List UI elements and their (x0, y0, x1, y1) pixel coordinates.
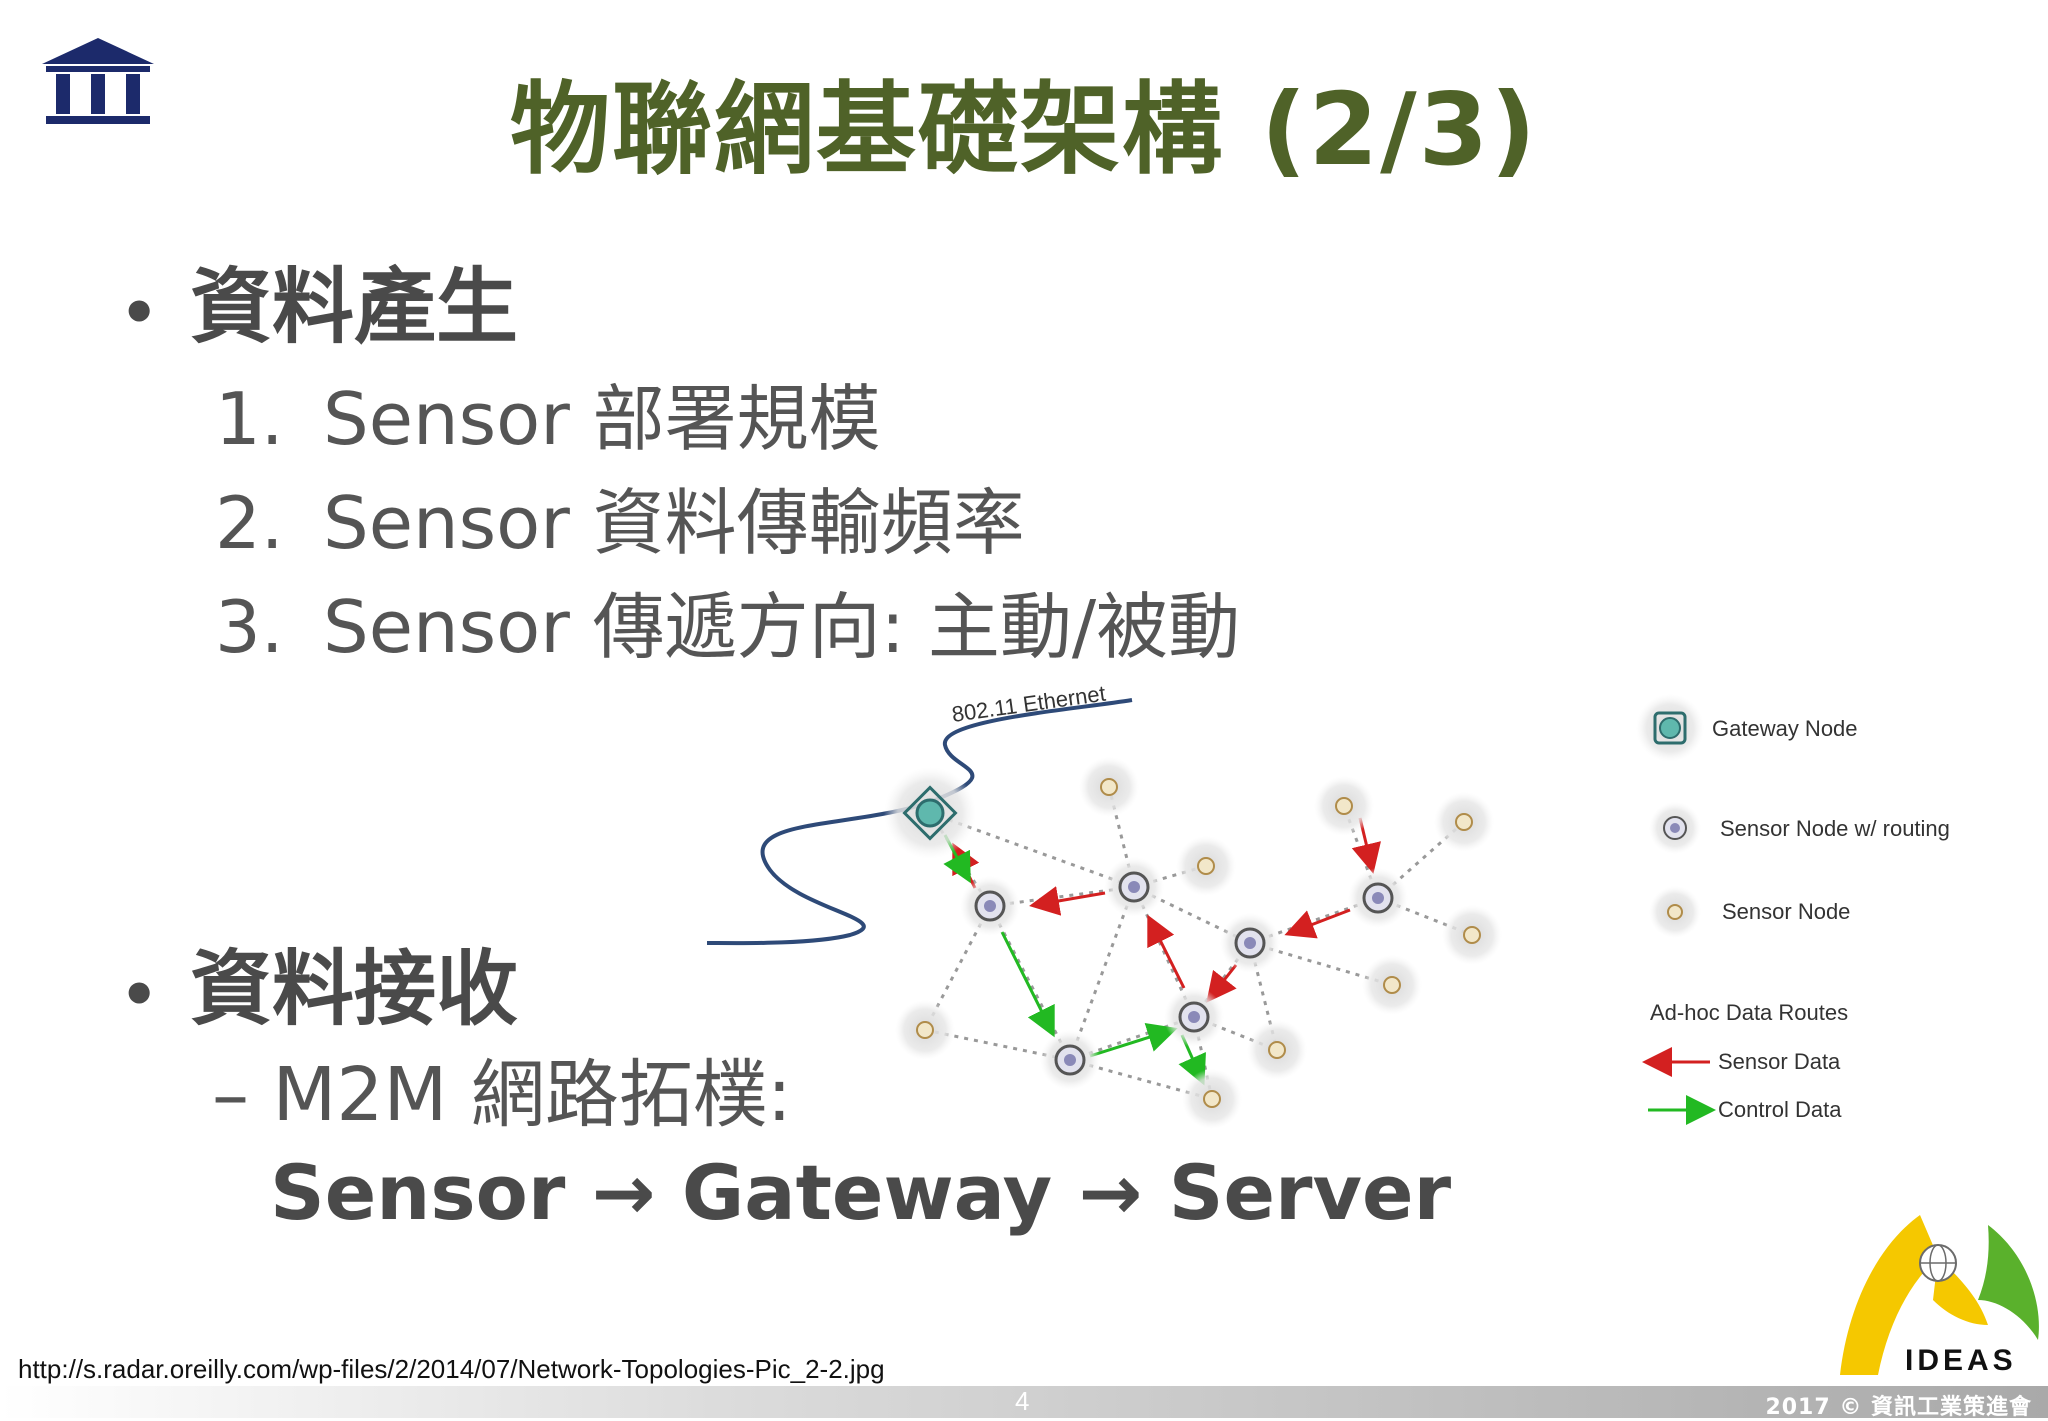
sensor-node (1182, 1069, 1242, 1129)
footer-bar (0, 1386, 2048, 1418)
routing-node (1164, 987, 1224, 1047)
list-item: 3. Sensor 傳遞方向: 主動/被動 (215, 568, 1240, 673)
flow-sensor-gateway-server: Sensor → Gateway → Server (270, 1148, 1452, 1237)
network-topology-diagram: 802.11 Ethernet (706, 681, 1950, 1129)
list-item: 1. Sensor 部署規模 (215, 360, 881, 465)
list-number: 1. (215, 377, 284, 461)
heading-data-reception: 資料接收 (190, 942, 519, 1037)
sensor-node (895, 1000, 955, 1060)
routing-node (1348, 868, 1408, 928)
routing-node (1040, 1030, 1100, 1090)
sensor-node (1434, 792, 1494, 852)
ethernet-cable (706, 698, 1133, 946)
bullet-dot: • (120, 277, 159, 348)
list-text: Sensor 資料傳輸頻率 (323, 481, 1025, 565)
list-item: 2. Sensor 資料傳輸頻率 (215, 464, 1025, 569)
legend-routing-icon (1649, 802, 1701, 854)
sensor-node (1442, 905, 1502, 965)
subitem-m2m-topology: – M2M 網路拓樸: (212, 1052, 792, 1138)
ideas-logo (1840, 1215, 2039, 1375)
legend-control-data-label: Control Data (1718, 1097, 1842, 1122)
gateway-node (884, 767, 976, 859)
bullet-data-generation: • 資料產生 (120, 240, 518, 359)
legend-gateway-icon (1636, 694, 1704, 762)
legend-gateway-label: Gateway Node (1712, 716, 1858, 741)
list-number: 2. (215, 481, 284, 565)
legend-routing-label: Sensor Node w/ routing (1720, 816, 1950, 841)
sensor-node (1176, 836, 1236, 896)
routing-node (1220, 913, 1280, 973)
bullet-data-reception: • 資料接收 (120, 922, 518, 1041)
source-url[interactable]: http://s.radar.oreilly.com/wp-files/2/20… (18, 1354, 885, 1384)
iii-logo (42, 38, 154, 124)
routing-node (1104, 857, 1164, 917)
heading-data-generation: 資料產生 (190, 260, 519, 355)
legend-sensor-label: Sensor Node (1722, 899, 1850, 924)
copyright-text: 2017 © 資訊工業策進會 (1765, 1395, 2032, 1420)
slide-title: 物聯網基礎架構 (2/3) (510, 71, 1538, 188)
sensor-node (1079, 757, 1139, 817)
ideas-logo-text: IDEAS (1905, 1344, 2017, 1377)
legend-sensor-icon (1649, 886, 1701, 938)
list-number: 3. (215, 585, 284, 669)
bullet-dot: • (120, 959, 159, 1030)
page-number: 4 (1015, 1386, 1030, 1416)
ethernet-label: 802.11 Ethernet (950, 681, 1107, 727)
legend-sensor-data-label: Sensor Data (1718, 1049, 1841, 1074)
sensor-node (1362, 955, 1422, 1015)
sensor-node (1314, 776, 1374, 836)
list-text: Sensor 部署規模 (323, 377, 881, 461)
list-text: Sensor 傳遞方向: 主動/被動 (323, 585, 1241, 669)
legend-routes-title: Ad-hoc Data Routes (1650, 1000, 1848, 1025)
legend: Gateway Node Sensor Node w/ routing Sens… (1636, 694, 1950, 1125)
routing-node (960, 876, 1020, 936)
sensor-node (1247, 1020, 1307, 1080)
